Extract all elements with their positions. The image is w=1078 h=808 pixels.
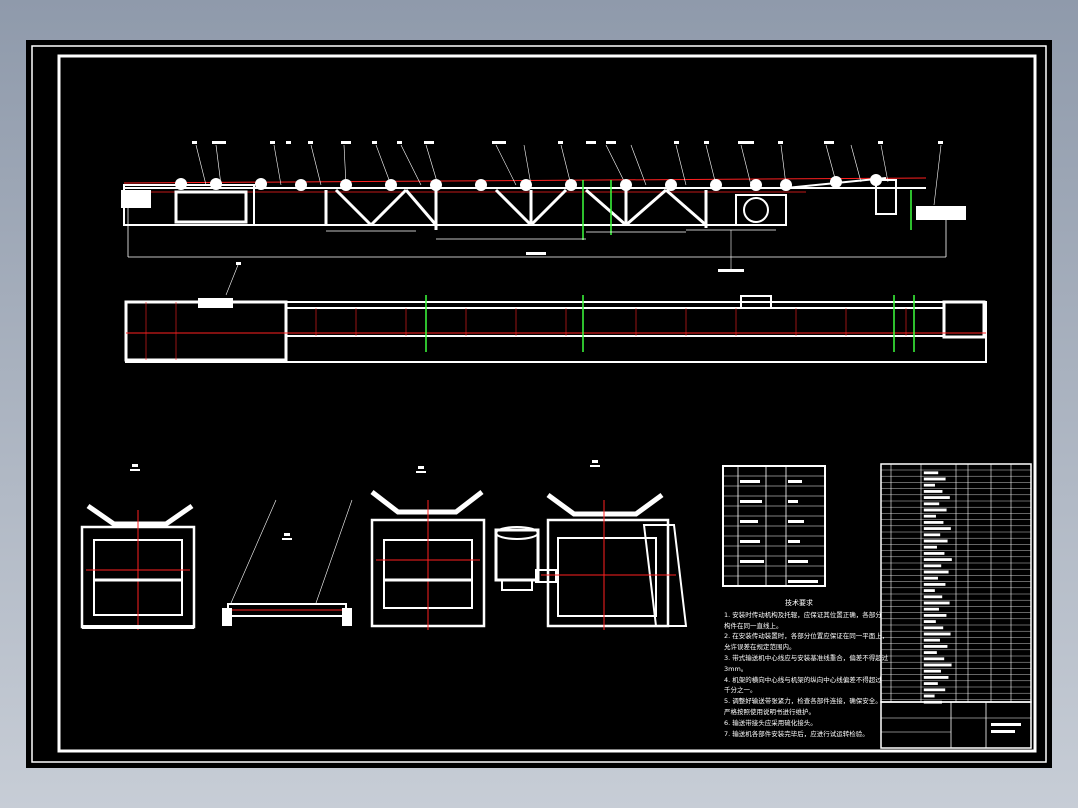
section-view-1	[80, 464, 196, 630]
plan-view	[124, 262, 987, 363]
technical-requirements: 技术要求 1. 安装时传动机构及托辊，应保证其位置正确，各部分构件在同一直线上。…	[724, 598, 889, 740]
note-line: 3mm。	[724, 664, 748, 673]
note-line: 1. 安装时传动机构及托辊，应保证其位置正确，各部分	[724, 610, 882, 619]
section-view-4	[494, 460, 688, 630]
side-elevation-view	[121, 141, 966, 272]
title-block	[880, 701, 1032, 749]
note-line: 3. 带式输送机中心线应与安装基准线重合，偏差不得超过	[724, 653, 889, 662]
note-line: 6. 输送带接头应采用硫化接头。	[724, 718, 817, 727]
note-line: 5. 调整好输送带张紧力，检查各部件连接，确保安全。	[724, 697, 882, 706]
note-line: 2. 在安装传动装置时，各部分位置应保证在同一平面上，	[724, 632, 889, 641]
section-view-3	[370, 466, 486, 630]
notes-title: 技术要求	[785, 599, 813, 607]
section-view-2	[222, 499, 353, 626]
note-line: 构件在同一直线上。	[724, 621, 783, 630]
note-line: 7. 输送机各部件安装完毕后，应进行试运转检验。	[724, 729, 869, 738]
inner-frame	[57, 54, 1037, 753]
note-line: 千分之一。	[724, 686, 757, 695]
note-line: 允许误差在规定范围内。	[724, 643, 796, 652]
bill-of-materials	[880, 463, 1032, 704]
notes-lines: 1. 安装时传动机构及托辊，应保证其位置正确，各部分构件在同一直线上。 2. 在安…	[724, 610, 889, 740]
note-line: 严格按照使用说明书进行维护。	[724, 707, 815, 716]
cad-drawing-canvas[interactable]: 技术要求 1. 安装时传动机构及托辊，应保证其位置正确，各部分构件在同一直线上。…	[26, 40, 1052, 768]
spec-table	[722, 465, 826, 587]
note-line: 4. 机架的横向中心线与机架的纵向中心线偏差不得超过	[724, 675, 882, 684]
conveyor-assembly-drawing	[31, 45, 1047, 763]
outer-border	[31, 45, 1047, 763]
